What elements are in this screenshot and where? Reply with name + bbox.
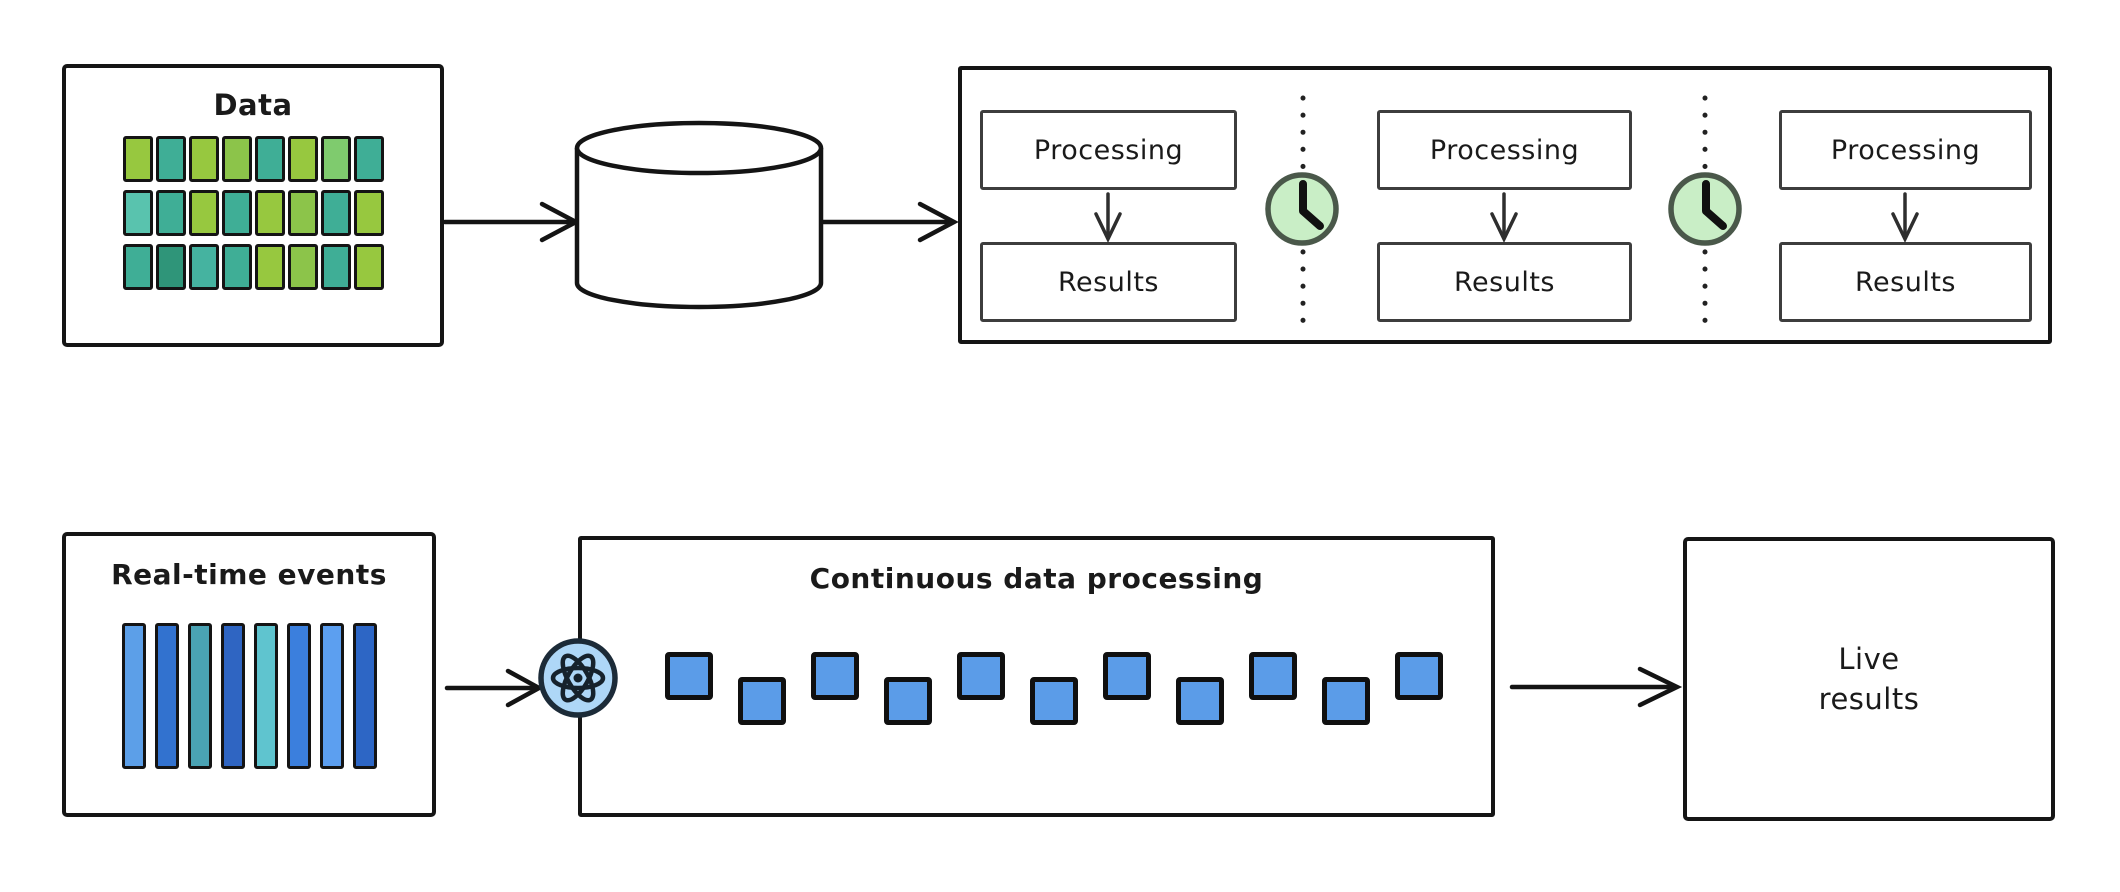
data-bar: [287, 136, 318, 182]
arrow-database-to-batch-box: [820, 201, 959, 243]
stream-event-square: [957, 652, 1005, 700]
event-bar: [121, 623, 146, 769]
batch-stage-1: Processing Results: [980, 110, 1237, 322]
arrow-stream-to-live-results: [1509, 666, 1683, 708]
data-bar: [155, 190, 186, 236]
data-bar: [122, 190, 153, 236]
stream-event-square: [884, 677, 932, 725]
processing-box-3: Processing: [1779, 110, 2032, 190]
data-bar: [221, 244, 252, 290]
data-bar: [122, 136, 153, 182]
stream-square-row: [665, 652, 1443, 725]
event-bar: [220, 623, 245, 769]
data-bar: [188, 190, 219, 236]
data-bar: [353, 244, 384, 290]
arrow-events-to-stream-box: [444, 668, 544, 708]
data-bar: [155, 136, 186, 182]
event-bar: [352, 623, 377, 769]
data-bar: [320, 244, 351, 290]
data-bar: [254, 190, 285, 236]
stream-event-square: [1322, 677, 1370, 725]
data-bar: [254, 244, 285, 290]
processing-box-1: Processing: [980, 110, 1237, 190]
continuous-processing-title: Continuous data processing: [809, 562, 1264, 595]
data-bar: [320, 136, 351, 182]
data-bar-row: [66, 136, 440, 182]
event-bar: [253, 623, 278, 769]
stream-event-square: [1395, 652, 1443, 700]
event-bar: [154, 623, 179, 769]
data-bar: [122, 244, 153, 290]
data-bar: [221, 190, 252, 236]
data-bar: [287, 244, 318, 290]
results-box-1: Results: [980, 242, 1237, 322]
live-results-line-1: Live: [1838, 642, 1900, 676]
stream-event-square: [665, 652, 713, 700]
live-results-box: Live results: [1683, 537, 2055, 821]
data-bar: [155, 244, 186, 290]
processing-box-2: Processing: [1377, 110, 1632, 190]
batch-pipeline-box: Processing Results Processing Results Pr…: [958, 66, 2052, 344]
data-bar: [353, 190, 384, 236]
data-bar-row: [66, 244, 440, 290]
arrow-data-to-database-icon: [442, 201, 581, 243]
stream-event-square: [811, 652, 859, 700]
event-bar-row: [66, 623, 432, 769]
stream-event-square: [1103, 652, 1151, 700]
stream-event-square: [1249, 652, 1297, 700]
stream-event-square: [738, 677, 786, 725]
data-bar: [254, 136, 285, 182]
data-bar: [320, 190, 351, 236]
event-bar: [319, 623, 344, 769]
event-bar: [286, 623, 311, 769]
data-bar: [188, 244, 219, 290]
real-time-events-title: Real-time events: [111, 558, 387, 591]
results-box-2: Results: [1377, 242, 1632, 322]
event-bar: [187, 623, 212, 769]
data-box: Data: [62, 64, 444, 347]
batch-stage-2: Processing Results: [1377, 110, 1632, 322]
data-box-title: Data: [213, 88, 293, 122]
continuous-processing-box: Continuous data processing: [578, 536, 1495, 817]
database-cylinder-icon: [574, 120, 824, 310]
data-bar-row: [66, 190, 440, 236]
real-time-events-box: Real-time events: [62, 532, 436, 817]
stream-event-square: [1030, 677, 1078, 725]
data-bar: [287, 190, 318, 236]
results-box-3: Results: [1779, 242, 2032, 322]
data-bar-grid: [66, 136, 440, 290]
data-bar: [353, 136, 384, 182]
batch-stage-3: Processing Results: [1779, 110, 2032, 322]
live-results-line-2: results: [1818, 682, 1920, 716]
data-bar: [188, 136, 219, 182]
stream-event-square: [1176, 677, 1224, 725]
data-bar: [221, 136, 252, 182]
